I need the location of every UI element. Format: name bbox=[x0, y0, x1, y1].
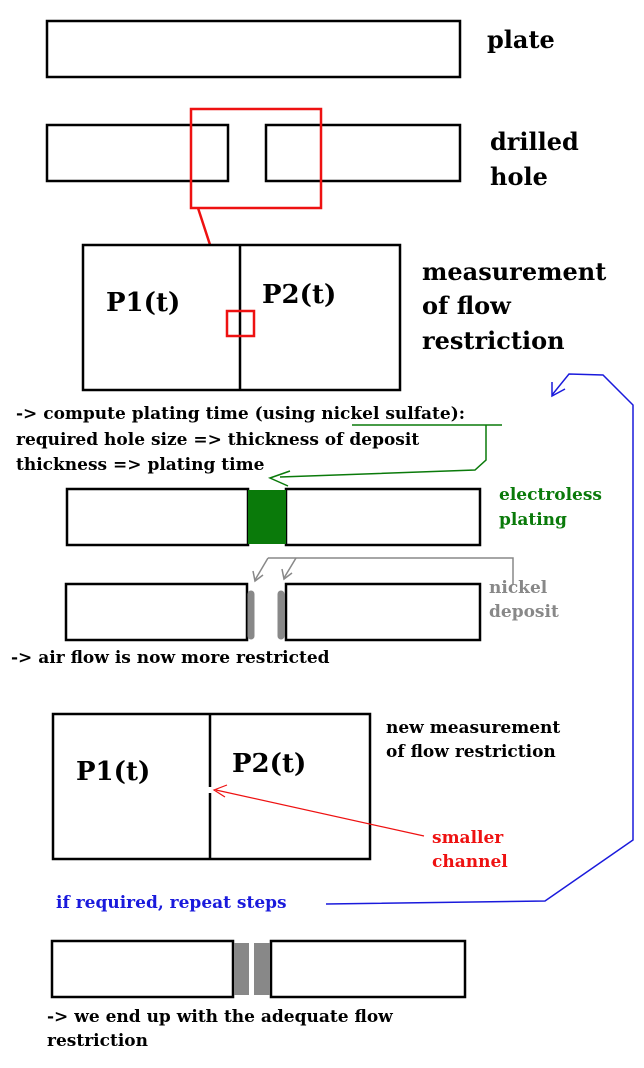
thickness-text: thickness => plating time bbox=[16, 455, 265, 475]
compute-text-a: -> compute plating time (using bbox=[16, 404, 321, 424]
deposit-pointer-right bbox=[283, 557, 297, 579]
label-deposit: deposit bbox=[489, 602, 559, 622]
label-drilled: drilled bbox=[490, 127, 579, 156]
label-p1: P1(t) bbox=[106, 288, 180, 318]
compute-text-c: ): bbox=[451, 404, 465, 424]
final-deposit-right bbox=[254, 943, 270, 995]
label-new-measurement: new measurement bbox=[386, 718, 560, 738]
measurement-box bbox=[81, 243, 402, 392]
required-text: required hole size => thickness of depos… bbox=[16, 430, 419, 450]
label-nickel: nickel bbox=[489, 578, 548, 598]
air-flow-text: -> air flow is now more restricted bbox=[11, 648, 330, 668]
nickel-sulfate: nickel sulfate bbox=[321, 404, 451, 424]
plate-left-half bbox=[45, 123, 230, 183]
label-hole: hole bbox=[490, 162, 548, 191]
deposit-left-plate bbox=[64, 582, 249, 642]
plated-right bbox=[284, 487, 482, 547]
label-electroless: electroless bbox=[499, 485, 602, 505]
hole-highlight-box bbox=[189, 107, 323, 210]
repeat-loop-arrow bbox=[325, 373, 634, 905]
plate-right-half bbox=[264, 123, 462, 183]
smaller-channel-arrowhead bbox=[212, 784, 228, 798]
plating-connector-arrowhead bbox=[267, 470, 291, 487]
label-smaller: smaller bbox=[432, 828, 504, 848]
deposit-right-plate bbox=[284, 582, 482, 642]
end-text-2: restriction bbox=[47, 1031, 148, 1051]
label-restriction: restriction bbox=[422, 326, 565, 355]
label-p2: P2(t) bbox=[262, 280, 336, 310]
repeat-text: if required, repeat steps bbox=[56, 893, 287, 913]
deposit-pointer-left-head bbox=[252, 570, 264, 583]
label-of-flow-restriction: of flow restriction bbox=[386, 742, 556, 762]
deposit-pointer-left bbox=[254, 557, 269, 581]
deposit-connector bbox=[268, 557, 514, 585]
label-plate: plate bbox=[487, 25, 555, 54]
final-left-plate bbox=[50, 939, 235, 999]
label-p1-new: P1(t) bbox=[76, 757, 150, 787]
plated-left bbox=[65, 487, 250, 547]
end-text-1: -> we end up with the adequate flow bbox=[47, 1007, 393, 1027]
plating-connector bbox=[279, 425, 487, 478]
final-right-plate bbox=[269, 939, 467, 999]
smaller-channel-arrow bbox=[215, 789, 425, 837]
plate bbox=[45, 19, 462, 79]
final-deposit-left bbox=[234, 943, 249, 995]
compute-text: -> compute plating time (using nickel su… bbox=[16, 404, 465, 424]
plating-fill bbox=[248, 490, 286, 544]
label-channel: channel bbox=[432, 852, 508, 872]
label-measurement: measurement bbox=[422, 257, 606, 286]
hole-zoom-box bbox=[225, 309, 256, 338]
new-measurement-box bbox=[51, 712, 372, 861]
label-plating: plating bbox=[499, 510, 567, 530]
label-of-flow: of flow bbox=[422, 291, 512, 320]
label-p2-new: P2(t) bbox=[232, 749, 306, 779]
repeat-loop-arrowhead bbox=[551, 382, 566, 398]
deposit-pointer-right-head bbox=[281, 568, 293, 581]
